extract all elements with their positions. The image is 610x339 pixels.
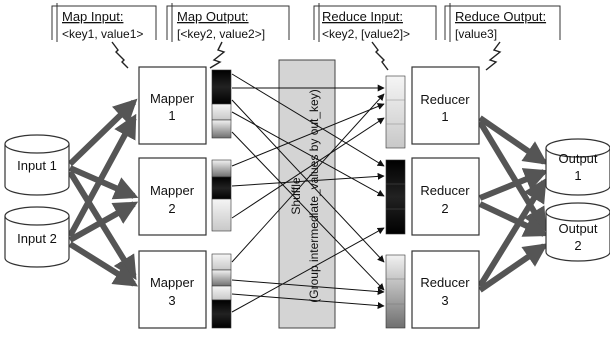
shuffle-arrow — [231, 111, 385, 197]
shuffle-arrow — [231, 93, 385, 263]
reducer-2-box: Reducer 2 — [411, 157, 480, 236]
mapper-3-box: Mapper 3 — [138, 250, 207, 329]
mapper-2-box: Mapper 2 — [138, 157, 207, 236]
shuffle-band: Shuffle (Group intermediate_values by ou… — [278, 59, 336, 329]
shuffle-arrow — [231, 131, 385, 291]
shuffle-arrow — [231, 103, 385, 167]
flow-arrow — [478, 243, 548, 293]
shuffle-arrow — [231, 279, 385, 295]
shuffle-subtitle: (Group intermediate_values by out_key) — [307, 89, 321, 302]
callout-title: Reduce Input: — [322, 9, 403, 24]
input-2-cylinder: Input 2 — [4, 206, 70, 268]
flow-arrow — [477, 120, 547, 233]
shuffle-arrow — [231, 73, 385, 167]
reducer-number: 3 — [441, 293, 448, 308]
output-label: Output — [558, 221, 597, 236]
shuffle-arrow — [231, 293, 385, 309]
output-label: Output — [558, 151, 597, 166]
reducer-label: Reducer — [420, 183, 470, 198]
callout-text: [<key2, value2>] — [177, 27, 265, 41]
flow-arrow — [67, 113, 137, 238]
shuffle-arrow — [231, 117, 385, 219]
map-output-keys — [211, 69, 232, 329]
reducer-number: 1 — [441, 109, 448, 124]
flow-arrow — [478, 115, 548, 165]
reducer-number: 2 — [441, 201, 448, 216]
mapper-label: Mapper — [150, 183, 195, 198]
mapper-number: 2 — [168, 201, 175, 216]
callout-text: [value3] — [455, 27, 497, 41]
flow-arrow — [478, 201, 549, 237]
output-1-cylinder: Output 1 — [545, 138, 610, 196]
callout-title: Map Input: — [62, 9, 123, 24]
reducer-1-box: Reducer 1 — [411, 66, 480, 145]
shuffle-title: Shuffle — [289, 177, 303, 214]
reducer-label: Reducer — [420, 92, 470, 107]
flow-arrow — [477, 177, 547, 288]
output-number: 2 — [574, 238, 581, 253]
output-2-cylinder: Output 2 — [545, 202, 610, 262]
mapper-label: Mapper — [150, 91, 195, 106]
reduce-input-keys — [385, 75, 406, 329]
mapper-1-box: Mapper 1 — [138, 66, 207, 145]
callout-reduce-input: Reduce Input: <key2, [value2]> — [313, 3, 437, 71]
mapper-number: 1 — [168, 108, 175, 123]
input-label: Input 1 — [17, 158, 57, 173]
reducer-3-box: Reducer 3 — [411, 250, 480, 329]
data-flow-arrows — [67, 98, 549, 293]
callout-title: Map Output: — [177, 9, 249, 24]
flow-arrow — [68, 201, 139, 243]
flow-arrow — [478, 168, 549, 201]
shuffle-arrow — [231, 172, 385, 187]
callout-map-output: Map Output: [<key2, value2>] — [166, 3, 290, 69]
callout-text: <key1, value1> — [62, 27, 143, 41]
output-number: 1 — [574, 168, 581, 183]
input-label: Input 2 — [17, 231, 57, 246]
callout-reduce-output: Reduce Output: [value3] — [444, 3, 561, 71]
flow-arrow — [68, 241, 139, 287]
mapper-number: 3 — [168, 293, 175, 308]
reducer-label: Reducer — [420, 275, 470, 290]
callout-map-input: Map Input: <key1, value1> — [51, 3, 157, 69]
input-1-cylinder: Input 1 — [4, 134, 70, 196]
shuffle-arrow — [231, 227, 385, 313]
callout-text: <key2, [value2]> — [322, 27, 410, 41]
mapper-label: Mapper — [150, 275, 195, 290]
flow-arrow — [67, 98, 138, 167]
shuffle-arrows — [231, 73, 385, 313]
callout-title: Reduce Output: — [455, 9, 546, 24]
